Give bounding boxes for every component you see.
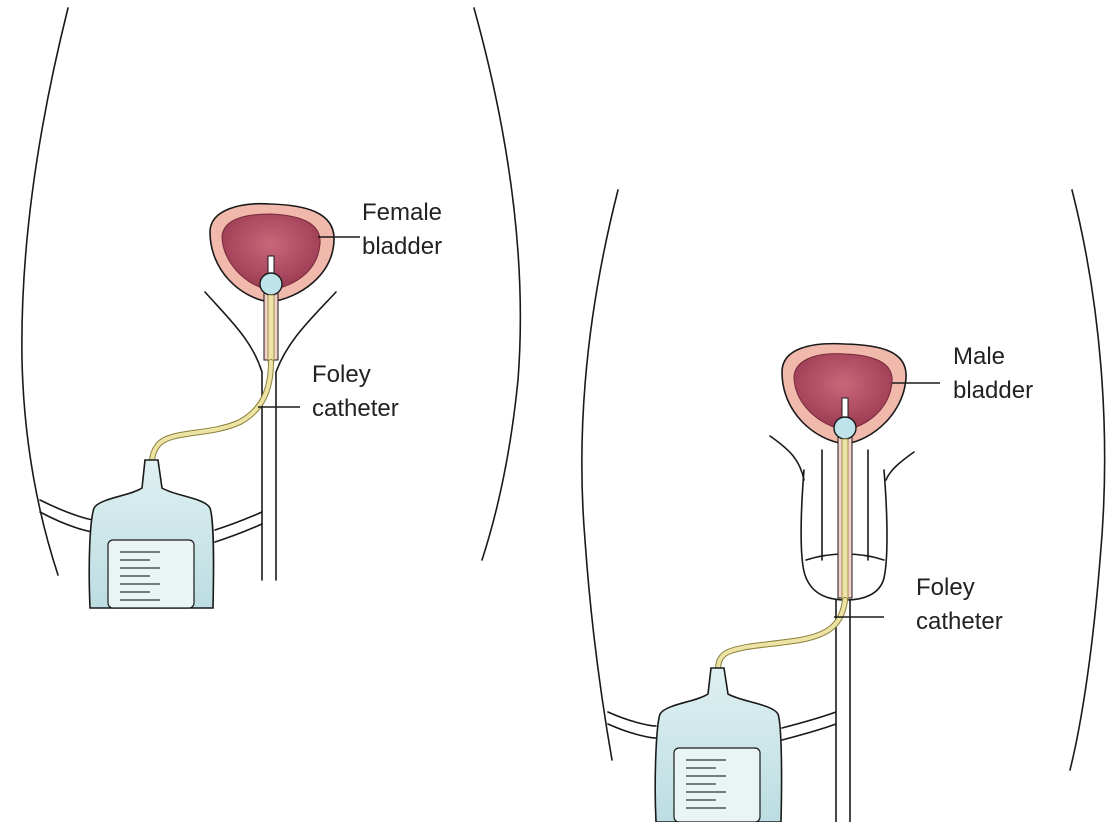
male-catheter-label-line2: catheter	[916, 608, 1003, 635]
female-catheter-shaft	[268, 295, 274, 362]
male-catheter-label: Foley catheter	[916, 574, 1003, 635]
female-body-left-contour	[22, 8, 68, 575]
female-catheter-label-line2: catheter	[312, 395, 399, 422]
female-panel: Female bladder Foley catheter	[22, 8, 521, 608]
female-groin-left	[205, 292, 262, 372]
male-bladder-label-line1: Male	[953, 343, 1005, 370]
female-catheter-tube-fill	[152, 362, 271, 462]
male-bladder-label: Male bladder	[953, 343, 1033, 404]
female-bladder-label: Female bladder	[362, 199, 449, 260]
male-catheter-shaft	[842, 439, 848, 600]
female-groin-right	[276, 292, 336, 372]
female-leg-strap-bottom	[40, 512, 95, 532]
female-catheter-balloon	[260, 273, 282, 295]
male-leg-strap-right-top	[782, 712, 836, 728]
female-body-right-contour	[474, 8, 520, 560]
female-catheter-label: Foley catheter	[312, 361, 399, 422]
male-leg-strap-left-bottom	[608, 724, 656, 738]
female-leg-strap-right-bottom	[215, 524, 262, 542]
female-bladder-label-line2: bladder	[362, 233, 442, 260]
female-catheter-label-line1: Foley	[312, 361, 371, 388]
male-body-right-contour	[1070, 190, 1105, 770]
male-catheter-balloon	[834, 417, 856, 439]
male-catheter-tube	[718, 600, 845, 670]
male-catheter-label-line1: Foley	[916, 574, 975, 601]
female-bladder-label-line1: Female	[362, 199, 442, 226]
male-body-left-contour	[582, 190, 618, 760]
male-bag-label-panel	[674, 748, 760, 822]
male-groin-right	[886, 452, 914, 480]
male-catheter-tube-fill	[718, 600, 845, 670]
female-bag-label-panel	[108, 540, 194, 608]
male-groin-left	[770, 436, 804, 480]
male-panel: Male bladder Foley catheter	[582, 190, 1105, 822]
male-bladder-label-line2: bladder	[953, 377, 1033, 404]
male-leg-strap-left-top	[608, 712, 656, 726]
